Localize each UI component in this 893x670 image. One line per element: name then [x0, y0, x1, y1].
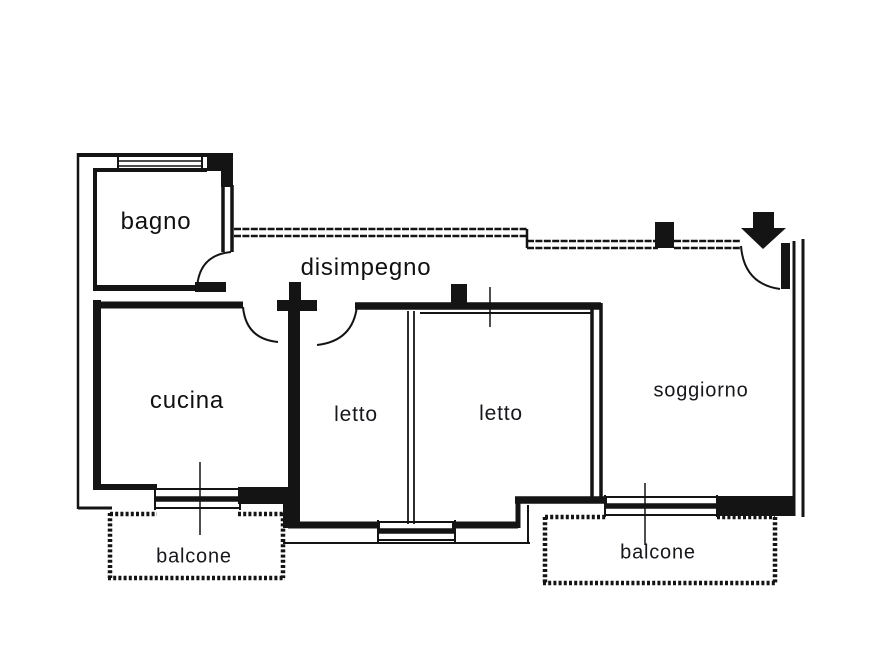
soggiorno-balcony-window: [604, 495, 718, 517]
room-label-soggiorno: soggiorno: [653, 379, 749, 402]
cucina-balcony-window: [154, 487, 241, 510]
room-label-balcone-right: balcone: [620, 541, 696, 564]
room-label-disimpegno: disimpegno: [300, 254, 432, 281]
room-label-balcone-left: balcone: [156, 545, 232, 568]
room-label-letto-1: letto: [334, 403, 378, 426]
bagno-door-arc: [196, 251, 232, 289]
bagno-walls: [78, 153, 234, 292]
letto-balcony-window: [377, 520, 456, 543]
room-label-letto-2: letto: [479, 402, 523, 425]
letto-door-arc: [316, 305, 358, 346]
entrance-door: [740, 243, 790, 290]
bagno-window: [117, 155, 203, 170]
outer-walls: [76, 153, 112, 510]
balcone-right-outline: [542, 514, 778, 586]
entrance-arrow: [741, 212, 786, 249]
balcone-left-outline: [107, 511, 286, 581]
room-label-bagno: bagno: [120, 208, 192, 235]
corridor-top-wall: [234, 222, 740, 250]
cucina-walls: [93, 301, 300, 528]
right-outer-wall: [792, 239, 805, 517]
cucina-door-arc: [242, 306, 279, 343]
soggiorno-walls: [717, 496, 795, 516]
letto-walls: [277, 282, 607, 544]
room-label-cucina: cucina: [149, 387, 225, 414]
letto-divider-wall: [407, 311, 415, 524]
